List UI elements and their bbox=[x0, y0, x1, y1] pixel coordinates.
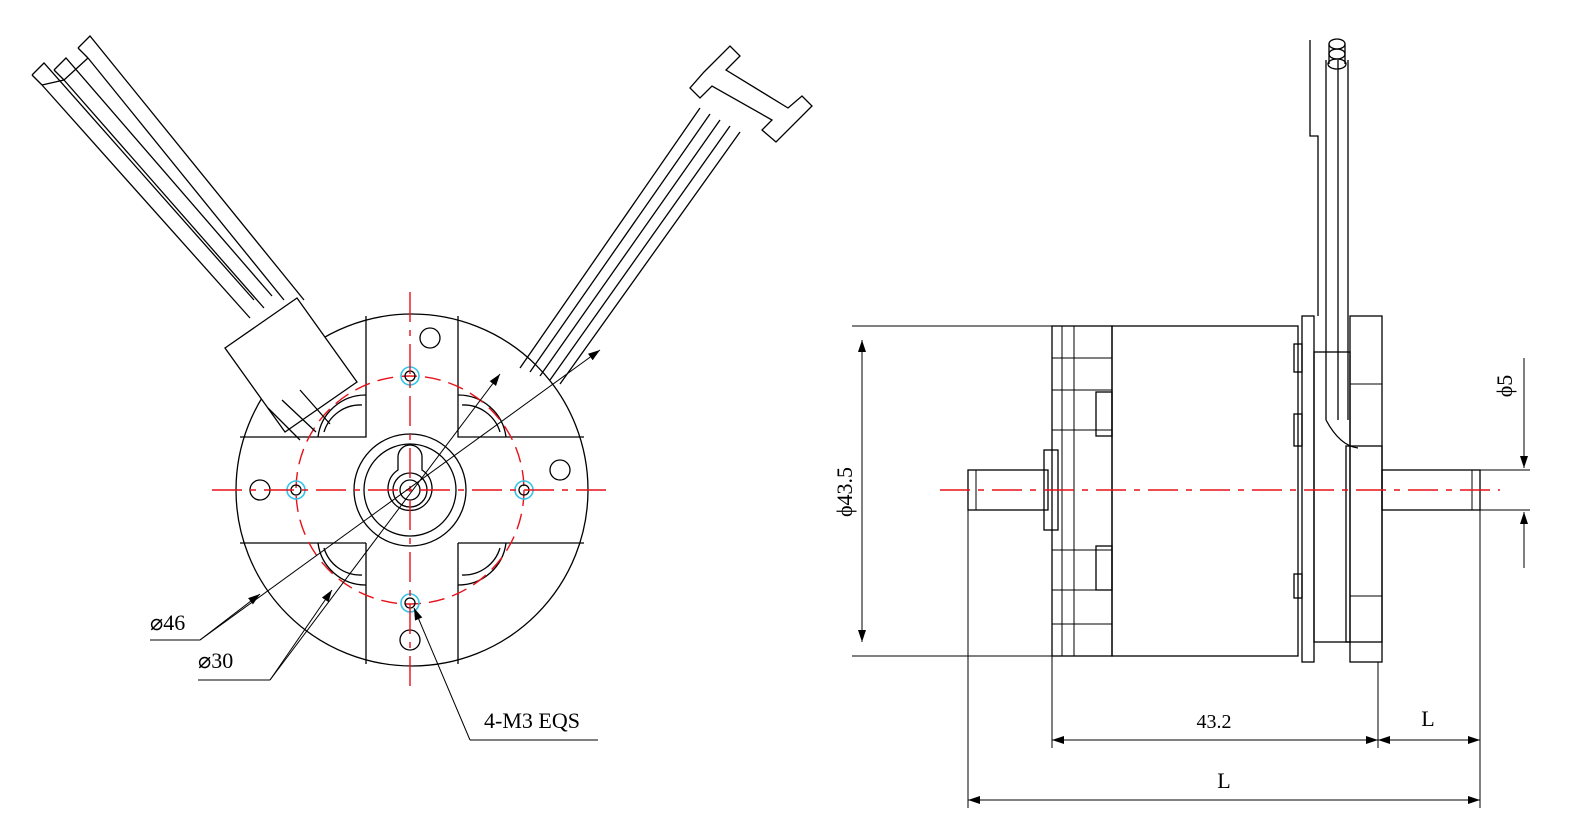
sensor-board bbox=[1309, 40, 1319, 316]
front-view: ⌀46 ⌀30 4-M3 EQS bbox=[31, 35, 813, 741]
mount-hole-right bbox=[549, 459, 571, 481]
dim-body-length: 43.2 bbox=[1197, 711, 1232, 733]
vent-cutout-ne bbox=[457, 394, 507, 438]
sensor-connector bbox=[689, 45, 813, 143]
dim-total-length: L bbox=[1217, 768, 1230, 793]
vent-cutout-sw bbox=[317, 542, 367, 586]
wire-sleeve bbox=[224, 297, 358, 433]
mount-hole-top bbox=[419, 327, 441, 349]
end-cap bbox=[1051, 325, 1113, 657]
dim-shaft-diameter: ϕ5 bbox=[1492, 375, 1517, 398]
motor-can bbox=[1111, 325, 1299, 657]
dim-mount-holes: 4-M3 EQS bbox=[484, 708, 580, 733]
side-view: ϕ43.5 ϕ5 43.2 L L bbox=[832, 38, 1530, 808]
vent-cutout-nw bbox=[317, 394, 367, 438]
dim-outer-diameter: ⌀46 bbox=[150, 610, 185, 635]
dim-shaft-extension: L bbox=[1421, 706, 1434, 731]
phase-wires bbox=[31, 35, 358, 441]
vent-cutout-se bbox=[457, 542, 507, 586]
dim-bolt-circle: ⌀30 bbox=[198, 648, 233, 673]
rear-bearing-housing bbox=[1349, 315, 1383, 663]
sensor-wires bbox=[519, 45, 813, 385]
dim-motor-diameter: ϕ43.5 bbox=[832, 467, 857, 517]
rear-plate bbox=[1301, 315, 1315, 663]
bearing-ring bbox=[363, 443, 457, 537]
mount-arms bbox=[240, 316, 584, 664]
